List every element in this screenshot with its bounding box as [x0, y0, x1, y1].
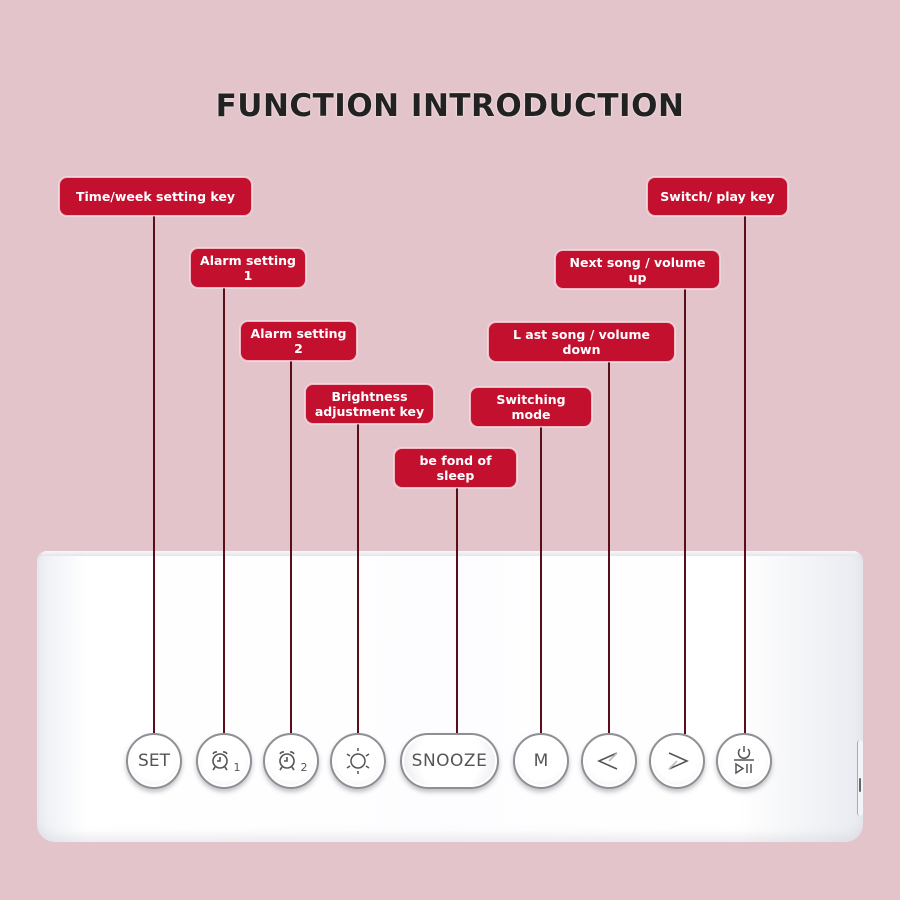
alarm-2-button[interactable]: 2: [263, 733, 319, 789]
label-alarm-setting-1: Alarm setting 1: [190, 248, 306, 288]
leader-line-alarm1: [223, 288, 225, 734]
leader-line-prev: [608, 362, 610, 734]
snooze-button[interactable]: SNOOZE: [400, 733, 499, 789]
set-button[interactable]: SET: [126, 733, 182, 789]
leader-line-next: [684, 289, 686, 734]
chevron-right-icon: [663, 750, 691, 772]
sunrise-alarm-clock-device: [37, 551, 863, 842]
alarm-clock-icon: [208, 748, 234, 774]
leader-line-set: [153, 216, 155, 734]
previous-volume-down-button[interactable]: [581, 733, 637, 789]
label-brightness-adjustment: Brightness adjustment key: [305, 384, 434, 424]
leader-line-alarm2: [290, 361, 292, 734]
alarm-number: 2: [300, 760, 308, 774]
label-time-week-setting: Time/week setting key: [59, 177, 252, 216]
leader-line-brightness: [357, 424, 359, 734]
label-alarm-setting-2: Alarm setting 2: [240, 321, 357, 361]
label-switch-play: Switch/ play key: [647, 177, 788, 216]
label-switching-mode: Switching mode: [470, 387, 592, 427]
mode-button-label: M: [533, 751, 549, 771]
page-title: FUNCTION INTRODUCTION: [215, 88, 685, 124]
leader-line-mode: [540, 427, 542, 734]
set-button-label: SET: [138, 751, 170, 771]
next-volume-up-button[interactable]: [649, 733, 705, 789]
leader-line-power: [744, 216, 746, 734]
power-play-pause-button[interactable]: [716, 733, 772, 789]
power-play-pause-icon: [731, 745, 757, 777]
label-snooze: be fond of sleep: [394, 448, 517, 488]
label-last-song-volume-down: L ast song / volume down: [488, 322, 675, 362]
alarm-number: 1: [233, 760, 241, 774]
device-top-edge: [41, 551, 859, 556]
leader-line-snooze: [456, 488, 458, 734]
alarm-1-button[interactable]: 1: [196, 733, 252, 789]
label-next-song-volume-up: Next song / volume up: [555, 250, 720, 289]
side-switch-port: [857, 740, 863, 816]
chevron-left-icon: [595, 750, 623, 772]
sun-icon: [342, 745, 374, 777]
brightness-button[interactable]: [330, 733, 386, 789]
mode-button[interactable]: M: [513, 733, 569, 789]
snooze-button-label: SNOOZE: [411, 751, 488, 771]
alarm-clock-icon: [275, 748, 301, 774]
